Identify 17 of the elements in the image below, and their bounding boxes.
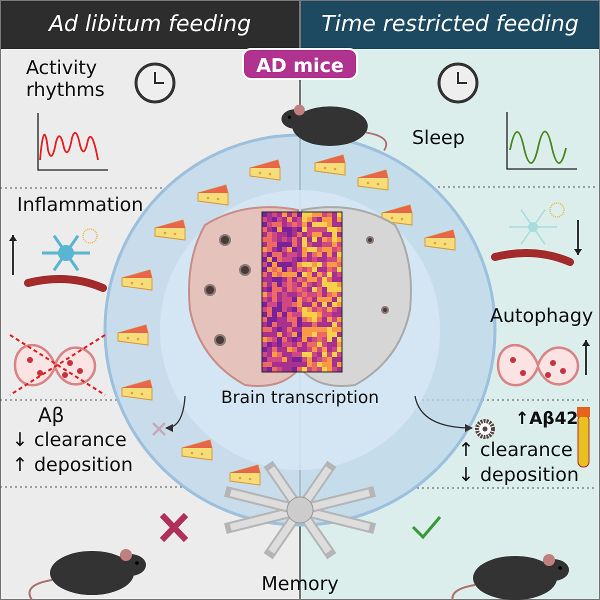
effect-label: ↓ deposition bbox=[458, 465, 580, 487]
effect-label: ↑ deposition bbox=[12, 455, 134, 477]
section-label: Aβ bbox=[38, 404, 66, 427]
section-label: Autophagy bbox=[490, 306, 594, 328]
arrow bbox=[165, 396, 186, 432]
section-label: Sleep bbox=[412, 128, 466, 150]
badge: AD mice bbox=[242, 48, 358, 80]
effect-label: ↓ clearance bbox=[12, 430, 128, 452]
section-label: Activity rhythms bbox=[26, 58, 106, 102]
panel-header: Ad libitum feeding bbox=[1, 1, 299, 49]
effect-label: ↑ clearance bbox=[458, 440, 574, 462]
measure-label: ↑Aβ42 bbox=[515, 410, 577, 430]
panel-header: Time restricted feeding bbox=[301, 1, 599, 49]
arrow bbox=[414, 396, 473, 432]
section-label: Memory bbox=[260, 574, 340, 596]
node-label: Brain transcription bbox=[220, 388, 380, 408]
section-label: Inflammation bbox=[17, 195, 144, 217]
